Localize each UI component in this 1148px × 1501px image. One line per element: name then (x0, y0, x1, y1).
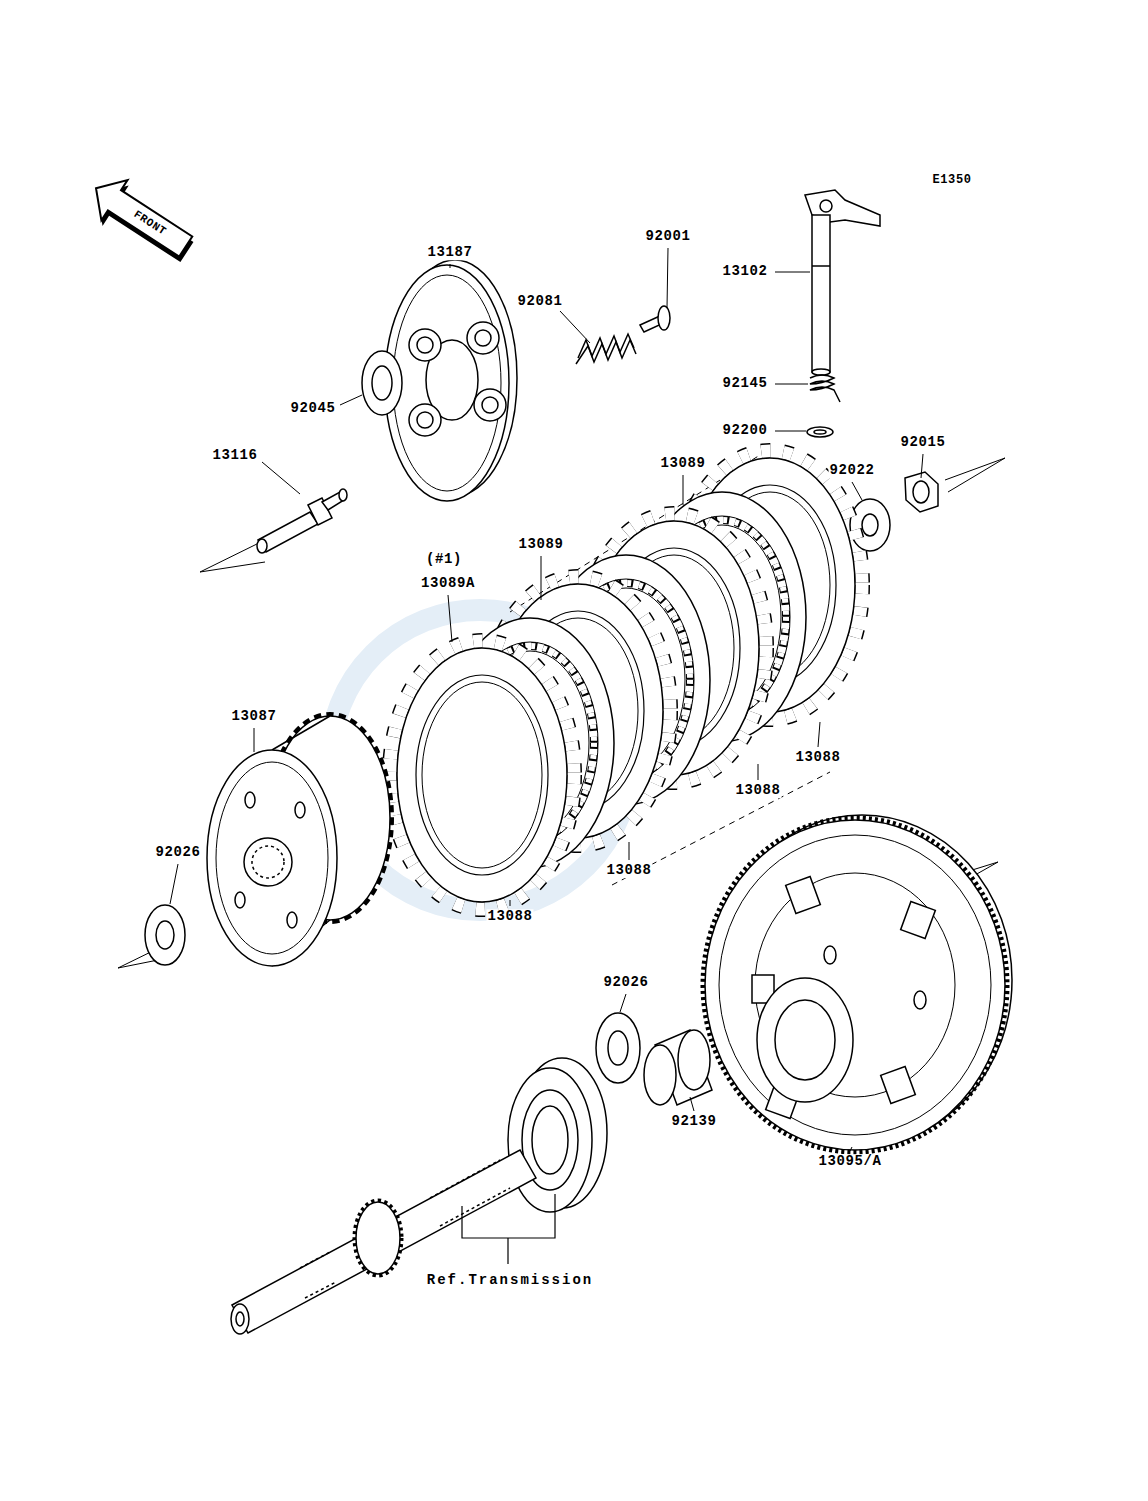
callout-number: 13102 (721, 264, 768, 279)
callout-number: 92026 (602, 975, 649, 990)
drawing-code: E1350 (931, 174, 972, 187)
callout-number: 92045 (289, 401, 336, 416)
reference-note: Ref.Transmission (426, 1273, 594, 1288)
callout-number: 13095/A (817, 1154, 882, 1169)
callout-note: (#1) (425, 552, 463, 567)
callout-number: 92145 (721, 376, 768, 391)
callout-number: 13089 (517, 537, 564, 552)
callout-number: 13089A (420, 576, 476, 591)
callout-number: 92015 (899, 435, 946, 450)
callout-number: 13089 (659, 456, 706, 471)
callout-number: 92139 (670, 1114, 717, 1129)
callout-number: 92200 (721, 423, 768, 438)
callout-number: 92081 (516, 294, 563, 309)
callout-number: 92026 (154, 845, 201, 860)
callout-number: 92001 (644, 229, 691, 244)
callout-number: 13087 (230, 709, 277, 724)
callout-number: 92022 (828, 463, 875, 478)
callout-number: 13116 (211, 448, 258, 463)
callout-number: 13187 (426, 245, 473, 260)
callout-number: 13088 (734, 783, 781, 798)
direction-arrow-label: FRONT (131, 208, 169, 239)
callout-number: 13088 (605, 863, 652, 878)
callout-number: 13088 (794, 750, 841, 765)
callout-number: 13088 (486, 909, 533, 924)
